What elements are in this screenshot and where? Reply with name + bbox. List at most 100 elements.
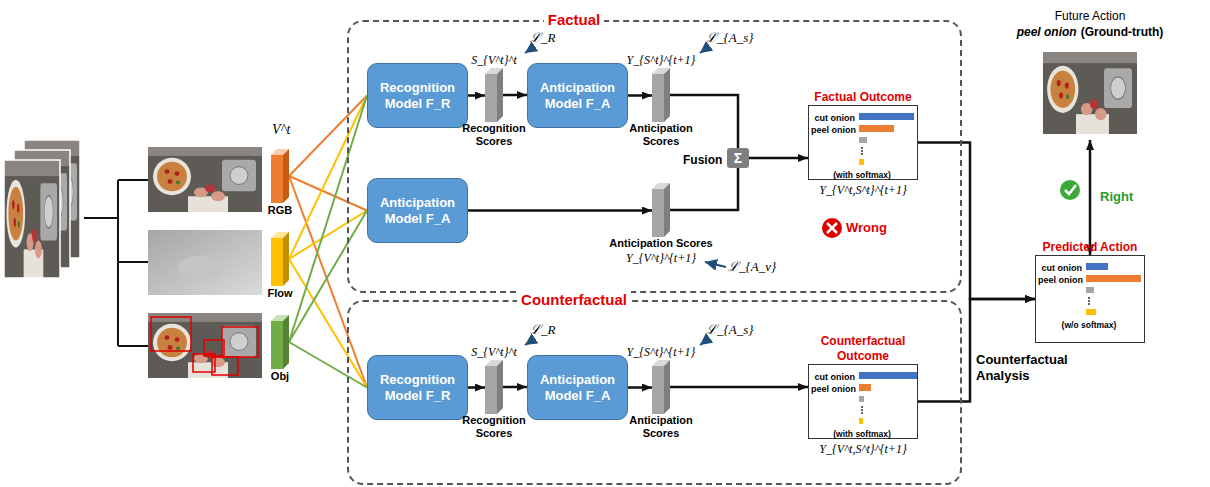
region-title: Counterfactual (517, 291, 631, 308)
connector (749, 157, 808, 160)
chart-bar (859, 137, 867, 143)
modality-label: Flow (267, 286, 292, 300)
score-bar (652, 360, 670, 414)
bracket-line (118, 180, 148, 346)
region-title: Factual (544, 11, 605, 28)
model-box: Anticipation Model F_A (367, 178, 468, 243)
bar-side (664, 68, 670, 122)
modality-column: Flow (260, 228, 300, 303)
chart-row (811, 146, 913, 156)
region-title-row: Counterfactual (499, 291, 649, 309)
chart-bar (859, 125, 894, 132)
fusion-sum: Σ (727, 148, 749, 168)
bar-front (271, 321, 283, 369)
outcome-symbol: Y_{V^t,S^t}^{t+1} (808, 182, 918, 198)
object-boxes (151, 317, 258, 375)
outcome-chart: Predicted Actioncut onionpeel onion(w/o … (1035, 240, 1145, 343)
chart-heading: Predicted Action (1035, 240, 1145, 255)
split-bracket (84, 180, 148, 346)
score-symbol: Y_{S^t}^{t+1} (619, 52, 703, 68)
score-bar (271, 149, 289, 203)
score-bar (652, 183, 670, 237)
chart-row: cut onion (811, 110, 913, 122)
model-box: Recognition Model F_R (367, 355, 468, 420)
right-check (1065, 185, 1076, 194)
connector (289, 96, 367, 343)
connector (289, 176, 367, 388)
connector (1089, 140, 1092, 255)
chart-bar (859, 372, 917, 379)
score-symbol: Y_{S^t}^{t+1} (619, 344, 703, 360)
right-circle (1060, 180, 1080, 200)
connector (468, 209, 652, 212)
wrong-circle (822, 218, 842, 238)
obj-image (148, 313, 262, 378)
score-symbol: Y_{V^t}^{t+1} (599, 250, 723, 266)
object-box (204, 340, 224, 356)
bar-side (283, 232, 289, 286)
flow-image (148, 230, 262, 295)
chart-row (1038, 306, 1140, 318)
score-bar (271, 315, 289, 369)
wrong-icon (822, 218, 842, 238)
score-caption: Anticipation Scores (619, 414, 703, 440)
chart-frame: cut onionpeel onion(with softmax) (808, 105, 918, 180)
annotation: ℒ_{A_s} (706, 30, 753, 46)
outcome-chart: Counterfactual Outcomecut onionpeel onio… (808, 334, 918, 457)
chart-row: peel onion (811, 381, 913, 393)
right-icon (1060, 180, 1080, 200)
loss-arrow (705, 262, 726, 267)
score-vector: S_{V^t}^tRecognition Scores (454, 344, 534, 440)
future-frame (1043, 52, 1137, 134)
score-vector: Y_{S^t}^{t+1}Anticipation Scores (619, 52, 703, 148)
bar-side (283, 149, 289, 203)
score-caption: Recognition Scores (454, 122, 534, 148)
modality-images (148, 147, 262, 378)
future-image (1043, 52, 1137, 134)
modality-label: Obj (271, 369, 289, 383)
chart-note: (w/o softmax) (1038, 320, 1140, 331)
chart-row (811, 393, 913, 405)
modality-column: RGB (260, 145, 300, 220)
loss-arrow (525, 339, 534, 345)
ellipsis-dots (859, 405, 867, 415)
bracket-line (84, 217, 118, 219)
score-caption: Recognition Scores (454, 414, 534, 440)
dot (1088, 303, 1090, 305)
ellipsis-dots (859, 146, 867, 156)
loss-arrow (700, 339, 708, 345)
model-box: Anticipation Model F_A (527, 63, 628, 128)
object-box (212, 357, 238, 375)
future-action-name: peel onion (1017, 25, 1077, 39)
score-vector: Anticipation ScoresY_{V^t}^{t+1} (599, 183, 723, 266)
chart-row (811, 405, 913, 415)
modality-input: Flow (148, 228, 300, 303)
bar-side (497, 360, 503, 414)
bar-front (271, 238, 283, 286)
score-bar (652, 68, 670, 122)
dot (861, 412, 863, 414)
bar-front (652, 74, 664, 122)
connector (628, 386, 652, 389)
dashed-region: CounterfactualRecognition Model F_RS_{V^… (347, 300, 962, 485)
chart-row (811, 415, 913, 427)
model-name: Anticipation Model F_A (534, 80, 621, 112)
chart-row (1038, 296, 1140, 306)
dot (1088, 297, 1090, 299)
model-name: Recognition Model F_R (374, 80, 461, 112)
chart-bar (1086, 309, 1096, 315)
category-label: peel onion (811, 125, 856, 135)
chart-row: cut onion (1038, 260, 1140, 272)
connector (289, 211, 367, 343)
dot (861, 150, 863, 152)
chart-label-cell: cut onion (1038, 257, 1082, 275)
model-box: Anticipation Model F_A (527, 355, 628, 420)
model-box: Recognition Model F_R (367, 63, 468, 128)
score-vector: S_{V^t}^tRecognition Scores (454, 52, 534, 148)
annotation: ℒ_{A_v} (728, 259, 776, 275)
connector (918, 299, 1035, 402)
chart-bar (859, 159, 864, 165)
score-bar (485, 68, 503, 122)
score-symbol: S_{V^t}^t (454, 52, 534, 68)
